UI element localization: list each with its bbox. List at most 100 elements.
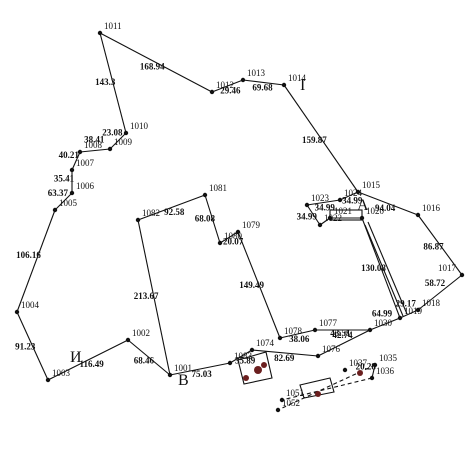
boundary-edge bbox=[127, 339, 171, 376]
edge-length-label: 143.3 bbox=[95, 77, 116, 87]
survey-point bbox=[355, 189, 361, 195]
survey-point bbox=[342, 367, 348, 373]
survey-point bbox=[315, 353, 321, 359]
edge-length-label: 43.51 bbox=[330, 328, 351, 338]
edge-length-label: 94.04 bbox=[375, 203, 396, 213]
detail-lines bbox=[237, 209, 408, 399]
structure-outline bbox=[237, 351, 273, 385]
point-number-label: 1052 bbox=[282, 398, 300, 408]
boundary-edge bbox=[137, 219, 171, 376]
boundary-edge bbox=[211, 79, 244, 93]
point-number-label: 1007 bbox=[76, 158, 95, 168]
boundary-edge bbox=[283, 84, 359, 193]
zone-label: В bbox=[178, 372, 189, 389]
point-number-label: 1005 bbox=[59, 198, 78, 208]
point-number-label: 1037 bbox=[349, 358, 368, 368]
survey-point bbox=[240, 77, 246, 83]
edge-length-label: 20.07 bbox=[223, 236, 244, 246]
inner-parallel-line bbox=[367, 221, 408, 315]
boundary-edge bbox=[357, 191, 419, 216]
edge-length-label: 106.16 bbox=[16, 250, 41, 260]
edge-length-label: 86.87 bbox=[423, 242, 444, 252]
edge-length-label: 63.37 bbox=[48, 188, 69, 198]
survey-point bbox=[277, 335, 283, 341]
edge-length-label: 149.49 bbox=[239, 280, 264, 290]
survey-point bbox=[415, 307, 421, 313]
boundary-edge bbox=[242, 79, 285, 86]
boundary-edge bbox=[251, 349, 319, 357]
survey-point bbox=[304, 202, 310, 208]
boundary-edge bbox=[317, 329, 371, 357]
edge-length-label: 159.87 bbox=[302, 135, 327, 145]
survey-point bbox=[397, 315, 403, 321]
boundary-lines bbox=[16, 32, 463, 381]
survey-point bbox=[281, 82, 287, 88]
survey-point bbox=[202, 192, 208, 198]
edge-length-label: 29.46 bbox=[220, 85, 241, 95]
edge-length-label: 40.21 bbox=[59, 150, 80, 160]
point-number-label: 1006 bbox=[76, 181, 95, 191]
edge-length-label: 23.08 bbox=[102, 127, 123, 137]
survey-point bbox=[135, 217, 141, 223]
boundary-edge bbox=[99, 32, 127, 134]
edge-length-label: 29.17 bbox=[396, 299, 417, 309]
point-number-label: 1079 bbox=[242, 220, 261, 230]
point-number-label: 1016 bbox=[422, 203, 441, 213]
point-number-label: 1011 bbox=[104, 21, 122, 31]
boundary-edge bbox=[54, 192, 73, 211]
boundary-edge bbox=[306, 204, 321, 226]
survey-point bbox=[227, 360, 233, 366]
point-number-label: 1014 bbox=[288, 73, 307, 83]
point-number-label: 1001 bbox=[174, 363, 192, 373]
survey-point bbox=[337, 197, 343, 203]
point-number-label: 1077 bbox=[319, 318, 338, 328]
survey-point bbox=[279, 397, 285, 403]
zone-label: И bbox=[70, 349, 82, 366]
survey-points bbox=[14, 30, 465, 413]
survey-point bbox=[52, 207, 58, 213]
point-number-label: 1009 bbox=[114, 137, 133, 147]
survey-point bbox=[235, 229, 241, 235]
edge-length-label: 92.58 bbox=[164, 207, 185, 217]
survey-point bbox=[125, 337, 131, 343]
point-number-label: 1013 bbox=[247, 68, 266, 78]
survey-point bbox=[459, 272, 465, 278]
survey-point bbox=[123, 130, 129, 136]
edge-length-label: 34.99 bbox=[297, 211, 318, 221]
point-number-label: 1018 bbox=[422, 298, 441, 308]
boundary-edge bbox=[371, 364, 376, 379]
point-number-label: 1081 bbox=[209, 183, 227, 193]
structure-outline bbox=[299, 377, 335, 399]
boundary-edge bbox=[79, 148, 111, 153]
point-number-label: 1003 bbox=[52, 368, 71, 378]
survey-point bbox=[69, 190, 75, 196]
edge-length-label: 20.28 bbox=[356, 362, 377, 372]
boundary-edge bbox=[279, 329, 316, 339]
boundary-edge bbox=[71, 151, 81, 171]
boundary-edge bbox=[369, 317, 401, 331]
boundary-edge bbox=[229, 349, 253, 364]
boundary-edge bbox=[109, 132, 127, 150]
survey-point bbox=[77, 149, 83, 155]
marker-dot bbox=[261, 362, 267, 368]
point-number-label: 1015 bbox=[362, 180, 381, 190]
edge-length-label: 35.89 bbox=[235, 355, 256, 365]
edge-length-label: 168.94 bbox=[140, 62, 165, 72]
survey-point bbox=[327, 215, 333, 221]
zone-label: А bbox=[357, 197, 369, 214]
boundary-edge bbox=[99, 32, 213, 93]
edge-length-label: 64.99 bbox=[372, 309, 393, 319]
edge-length-label: 42.74 bbox=[332, 330, 353, 340]
edge-length-label: 213.67 bbox=[134, 291, 159, 301]
boundary-edge bbox=[16, 209, 56, 313]
boundary-edge bbox=[219, 231, 239, 244]
survey-point bbox=[275, 407, 281, 413]
survey-point bbox=[372, 362, 378, 368]
inner-parallel-line bbox=[364, 224, 404, 317]
marker-dot bbox=[357, 370, 363, 376]
marker-dot bbox=[243, 375, 249, 381]
point-number-label: 1035 bbox=[379, 353, 398, 363]
edge-length-label: 34.99 bbox=[342, 195, 363, 205]
boundary-edge bbox=[137, 194, 206, 221]
